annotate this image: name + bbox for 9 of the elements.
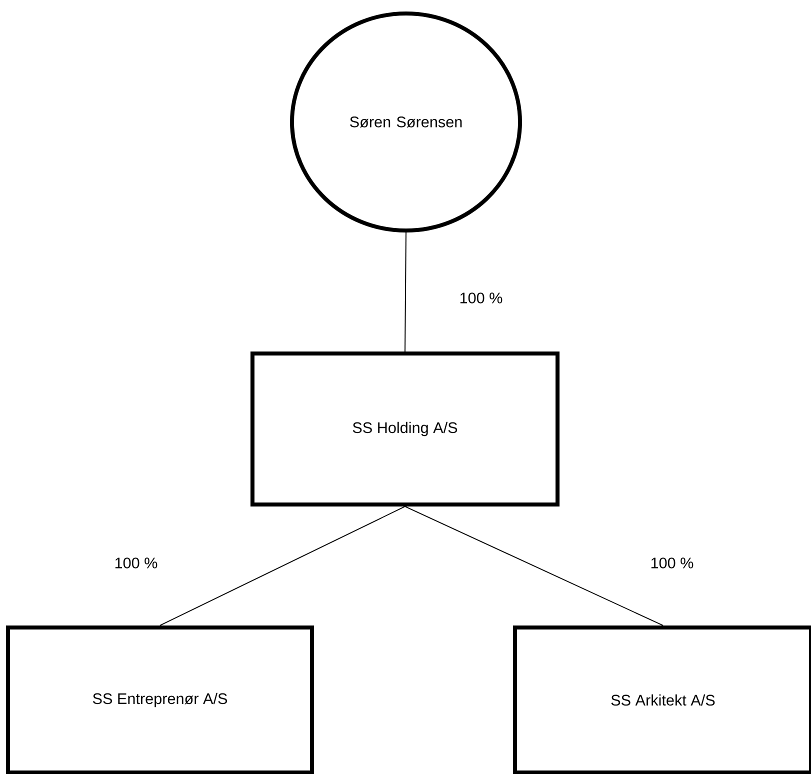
- company-box: SS Holding A/S: [250, 352, 560, 506]
- company-box: SS Arkitekt A/S: [513, 625, 811, 774]
- connector-line: [404, 232, 406, 352]
- edge-label: 100 %: [648, 556, 696, 570]
- edge-label: 100 %: [112, 556, 160, 570]
- edge-label: 100 %: [458, 291, 504, 305]
- connector-line: [404, 506, 664, 626]
- company-box: SS Entreprenør A/S: [6, 625, 314, 774]
- connector-line: [160, 506, 406, 626]
